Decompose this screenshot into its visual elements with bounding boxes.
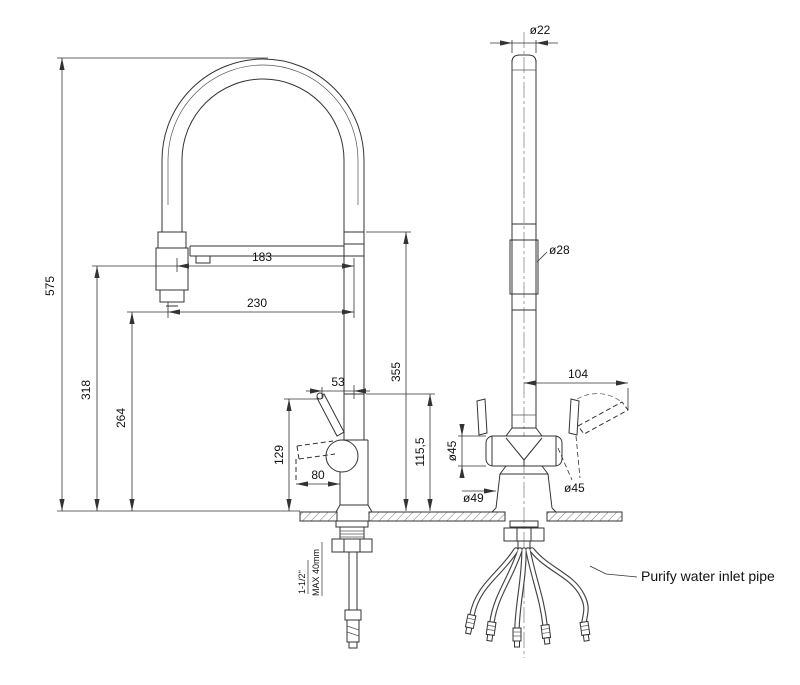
dim-label-575: 575 (43, 276, 57, 296)
washer-front (509, 520, 539, 528)
dim-label-o45-right: ø45 (564, 481, 585, 495)
countertop-section (299, 511, 623, 522)
hose-connector-side (344, 609, 362, 649)
supply-pipe (348, 552, 358, 610)
purify-leader-line (589, 565, 638, 578)
dim-label-53: 53 (331, 375, 345, 389)
max-thickness-note: MAX 40mm (311, 549, 321, 596)
dim-body-height: 115,5 (413, 394, 433, 511)
dim-top-diameter: ø22 (490, 23, 558, 53)
hose-connector (464, 613, 477, 635)
base-bell (491, 465, 557, 513)
dim-total-height: 575 (43, 58, 65, 511)
faucet-side-view (155, 58, 373, 513)
front-view-undercounter (503, 520, 545, 552)
dim-label-318: 318 (79, 380, 93, 400)
thread-size-note: 1-1/2'' (297, 570, 307, 594)
dim-valve-diameter-right: ø45 (557, 435, 585, 495)
spring-hose-inner (181, 78, 345, 232)
dim-spout-reach: 183 (177, 250, 354, 269)
hose-connector (485, 620, 497, 642)
hose-connector (579, 620, 591, 642)
front-pipe (509, 54, 539, 429)
spray-head (155, 231, 189, 307)
dim-label-o49: ø49 (463, 491, 484, 505)
dim-base-diameter: ø49 (462, 488, 496, 505)
dim-label-115-5: 115,5 (413, 437, 427, 466)
hose-end-connectors (464, 613, 591, 648)
hose-connector (512, 627, 522, 648)
dim-valve-diameter-left: ø45 (445, 424, 486, 478)
spout-arm (189, 245, 344, 264)
dim-label-230: 230 (247, 296, 267, 310)
dim-label-264: 264 (114, 408, 128, 428)
dim-label-104: 104 (568, 367, 588, 381)
dim-label-355: 355 (389, 362, 403, 382)
left-valve-lever (476, 398, 488, 436)
spring-hose-midline (167, 64, 359, 205)
side-view-undercounter (331, 520, 373, 649)
washer (335, 520, 369, 528)
dim-head-height: 264 (114, 312, 135, 511)
lever-handle (316, 392, 345, 437)
dim-label-o22: ø22 (530, 23, 551, 37)
right-valve-lever (568, 398, 580, 436)
threaded-shank (339, 526, 365, 540)
dim-outlet-height: 318 (79, 266, 100, 511)
dim-label-80: 80 (311, 468, 325, 482)
mounting-nut-front (503, 527, 545, 542)
faucet-front-view (476, 54, 629, 513)
supply-hoses (469, 547, 589, 631)
dim-handle-offset: 53 (306, 375, 370, 394)
purify-label: Purify water inlet pipe (641, 568, 775, 584)
dim-handle-reach: 80 (296, 468, 340, 487)
right-lever-alt-position (576, 393, 629, 435)
pipe-coupling (509, 239, 539, 295)
hose-connector (540, 623, 552, 645)
dimensions-side-view: 575 318 264 183 230 53 (43, 57, 629, 512)
dim-handle-height: 129 (272, 399, 292, 511)
purify-callout: Purify water inlet pipe (589, 565, 775, 584)
dim-label-129: 129 (272, 445, 286, 465)
dim-riser-height: 355 (389, 232, 409, 511)
dim-pipe-diameter: ø28 (536, 243, 570, 263)
dim-handle-span: 104 (524, 367, 628, 386)
mounting-nut (331, 538, 373, 553)
dimensions-front-view: ø22 ø28 104 ø45 ø45 ø49 (445, 23, 628, 505)
dim-label-183: 183 (252, 250, 272, 264)
dim-label-o45-left: ø45 (445, 440, 459, 461)
handle-alt-position (295, 440, 336, 482)
installation-notes: 1-1/2'' MAX 40mm (297, 542, 323, 596)
valve-body-front (485, 427, 563, 467)
ball-joint (325, 439, 359, 473)
spring-hose-outer (161, 58, 365, 232)
dim-label-o28: ø28 (549, 243, 570, 257)
dim-head-reach: 230 (168, 296, 354, 315)
